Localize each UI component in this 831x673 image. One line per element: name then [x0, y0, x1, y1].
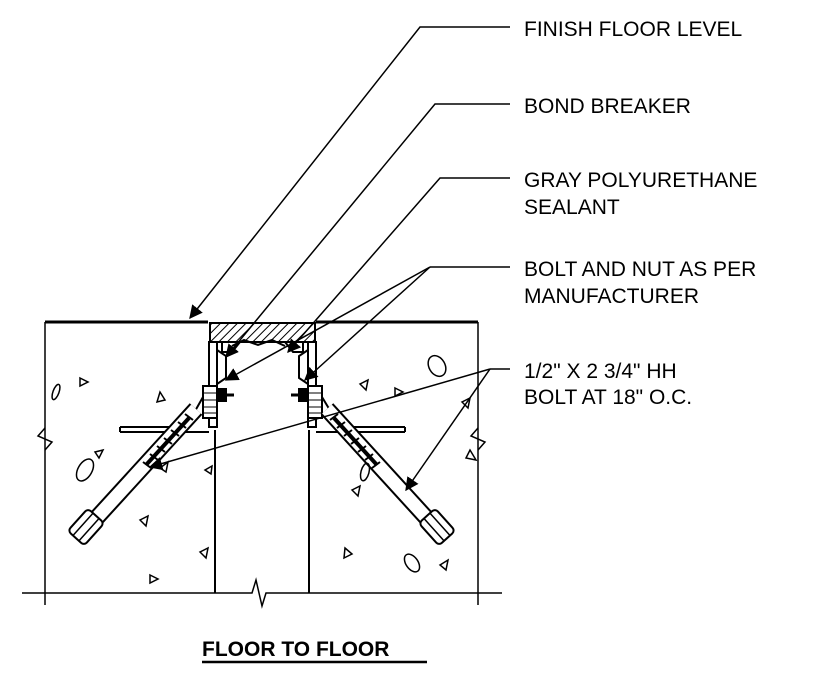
sealant-label-line2: SEALANT — [524, 196, 620, 219]
bond-breaker-label: BOND BREAKER — [524, 95, 691, 118]
joint-seal — [209, 322, 316, 353]
right-anchor-bolt — [320, 403, 455, 545]
right-extrusion — [291, 341, 406, 433]
leader-lines — [148, 26, 510, 492]
bottom-break-line — [22, 577, 502, 609]
concrete-aggregate — [51, 354, 478, 585]
left-slab — [44, 320, 216, 593]
bolt-nut-label-line1: BOLT AND NUT AS PER — [524, 258, 756, 281]
hh-bolt-label-line1: 1/2" X 2 3/4" HH — [524, 360, 677, 383]
left-anchor-bolt — [68, 403, 203, 545]
sealant-label-line1: GRAY POLYURETHANE — [524, 169, 757, 192]
left-break-symbol — [36, 427, 54, 451]
right-slab — [308, 320, 479, 593]
finish-floor-label: FINISH FLOOR LEVEL — [524, 18, 742, 41]
right-break-symbol — [469, 427, 487, 451]
drawing-title: FLOOR TO FLOOR — [202, 638, 389, 661]
hh-bolt-label-line2: BOLT AT 18" O.C. — [524, 386, 692, 409]
bolt-nut-label-line2: MANUFACTURER — [524, 285, 699, 308]
